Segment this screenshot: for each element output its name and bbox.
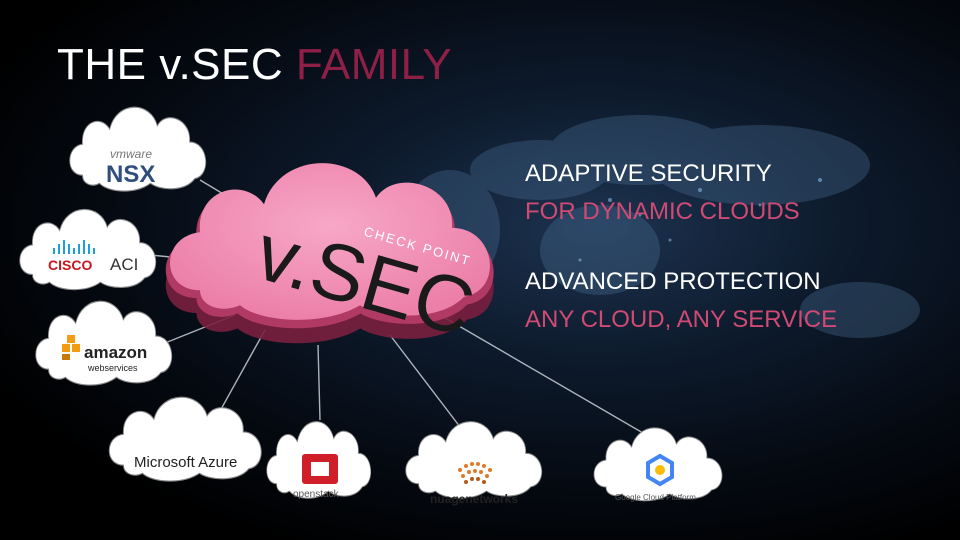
nsx-logo-vendor: vmware <box>110 147 152 161</box>
nsx-logo-text: NSX <box>106 161 155 188</box>
nuage-logo-text: nuagenetworks <box>430 492 518 506</box>
azure-logo-text: Microsoft Azure <box>134 454 237 471</box>
amazon-logo-text: amazon <box>84 343 147 362</box>
aws-sub-text: webservices <box>87 363 138 373</box>
statement-2-line-1: ADVANCED PROTECTION <box>525 268 821 296</box>
openstack-logo-text: openstack <box>293 489 340 500</box>
nsx-logo: vmware NSX <box>106 147 155 188</box>
nuage-cloud <box>406 422 542 499</box>
google-cloud <box>594 428 722 501</box>
page-title: THE v.SEC FAMILY <box>57 40 452 90</box>
statement-1-line-1: ADAPTIVE SECURITY <box>525 160 772 188</box>
google-logo-text: Google Cloud Platform <box>615 493 696 502</box>
title-prefix: THE v.SEC <box>57 40 283 89</box>
statement-2-line-2: ANY CLOUD, ANY SERVICE <box>525 306 837 334</box>
statement-1-line-2: FOR DYNAMIC CLOUDS <box>525 198 800 226</box>
aci-logo-text: ACI <box>110 255 138 274</box>
cisco-logo-text: CISCO <box>48 257 92 273</box>
cisco-cloud <box>20 209 156 289</box>
title-highlight: FAMILY <box>296 40 452 89</box>
